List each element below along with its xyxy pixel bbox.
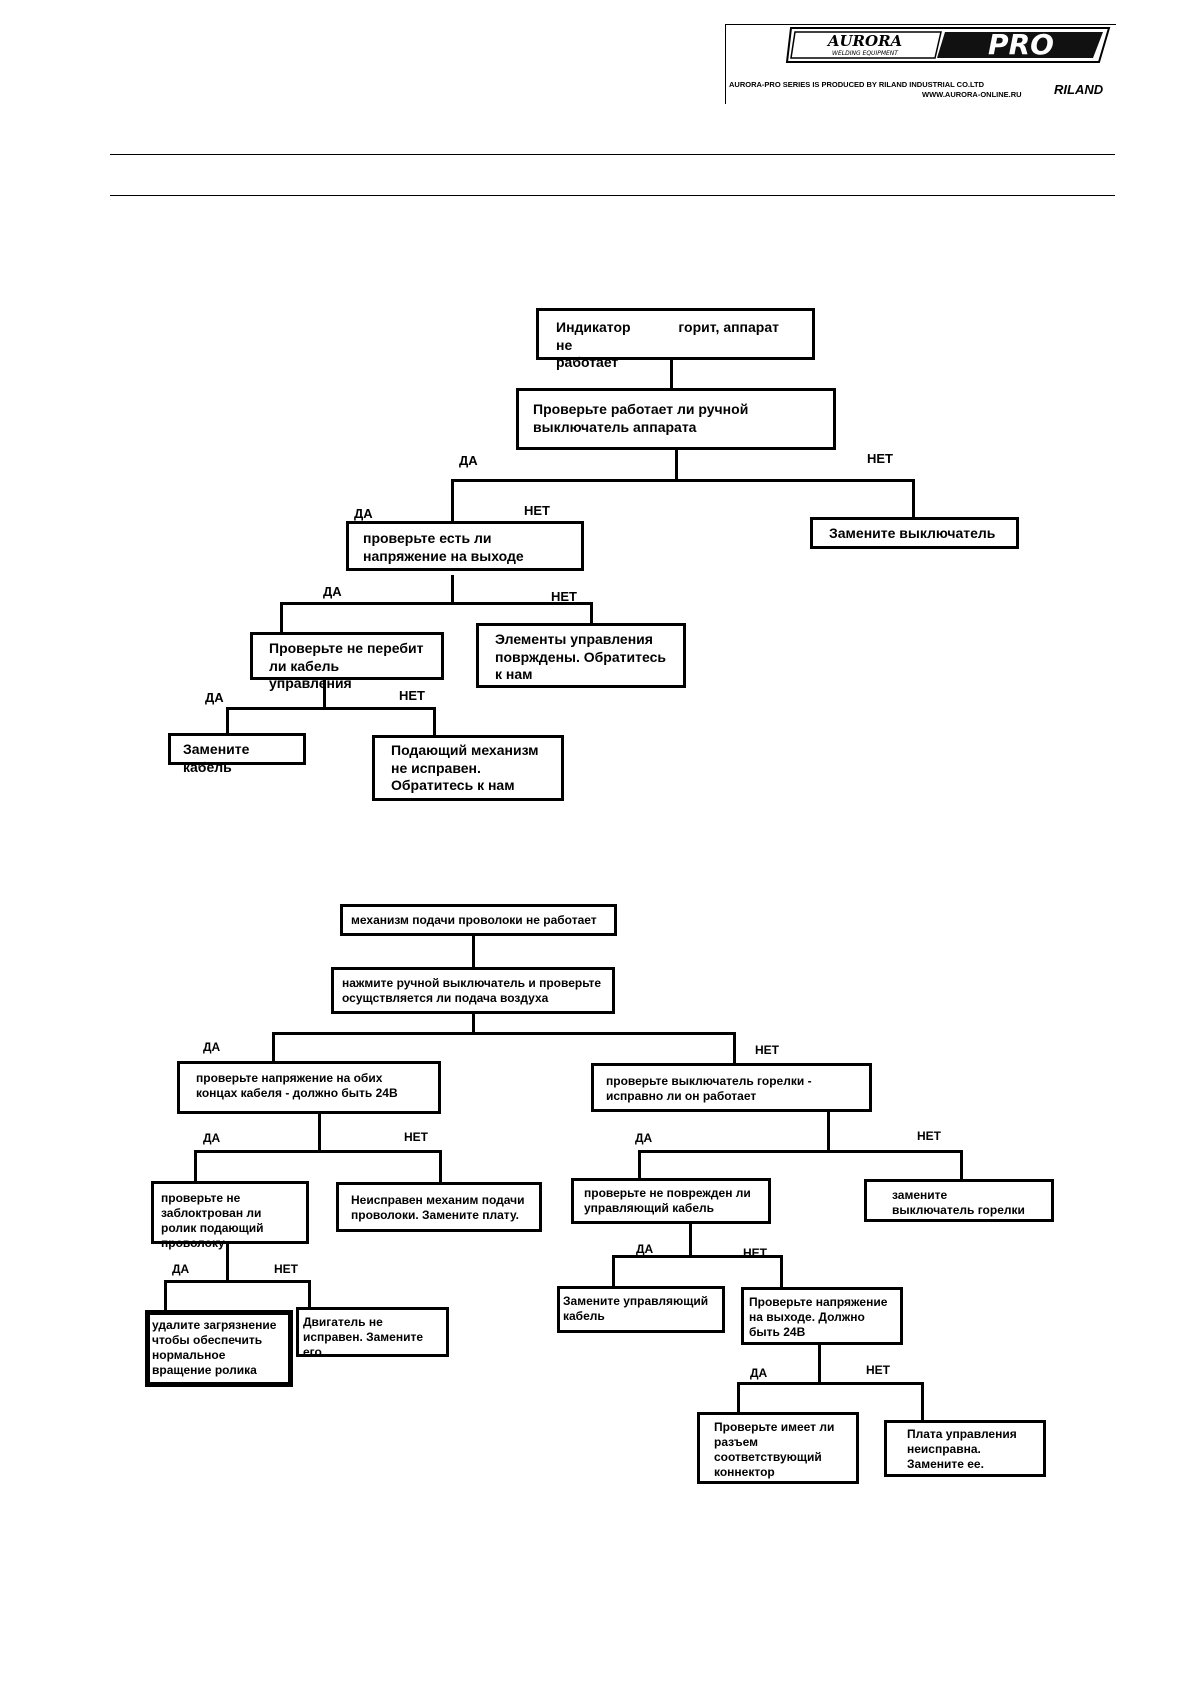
flow1-feeder-faulty-node: Подающий механизм не исправен. Обратитес… xyxy=(372,735,564,801)
yes-label: ДА xyxy=(636,1242,654,1256)
yes-label: ДА xyxy=(205,690,224,705)
connector xyxy=(439,1150,442,1183)
connector xyxy=(612,1255,615,1288)
no-label: НЕТ xyxy=(274,1262,298,1276)
connector xyxy=(164,1280,167,1310)
flow2-motor-faulty-node: Двигатель не исправен. Замените его xyxy=(296,1307,449,1359)
yes-label: ДА xyxy=(635,1131,653,1145)
yes-label: ДА xyxy=(203,1040,221,1054)
header-rule-top xyxy=(110,154,1115,155)
yes-label: ДА xyxy=(354,506,373,521)
connector xyxy=(960,1150,963,1180)
flow1-replace-cable-node: Замените кабель xyxy=(168,733,306,775)
logo-main-text: AURORA xyxy=(826,32,902,50)
yes-label: ДА xyxy=(750,1366,768,1380)
flow1-replace-switch-node: Замените выключатель xyxy=(810,517,1019,549)
connector xyxy=(675,450,678,482)
no-label: НЕТ xyxy=(755,1043,779,1057)
no-label: НЕТ xyxy=(917,1129,941,1143)
no-label: НЕТ xyxy=(867,451,893,466)
no-label: НЕТ xyxy=(524,503,550,518)
connector xyxy=(226,707,229,737)
flow1-check-cable-node: Проверьте не перебит ли кабель управлени… xyxy=(250,632,444,691)
flow1-start-text-3: работает xyxy=(556,354,619,370)
connector xyxy=(323,680,326,708)
riland-logo-text: RILAND xyxy=(1054,82,1104,97)
yes-label: ДА xyxy=(203,1131,221,1145)
flow2-press-switch-node: нажмите ручной выключатель и проверьте о… xyxy=(331,967,615,1014)
flow1-start-text-2: горит, аппарат не xyxy=(556,319,779,353)
flow2-feeder-faulty-node: Неисправен механим подачи проволоки. Зам… xyxy=(336,1182,542,1232)
connector xyxy=(272,1032,275,1062)
flow2-check-output-voltage-node: Проверьте напряжение на выходе. Должно б… xyxy=(741,1287,903,1345)
header-rule-bottom xyxy=(110,195,1115,196)
logo-sub-text: WELDING EQUIPMENT xyxy=(832,50,899,57)
no-label: НЕТ xyxy=(551,589,577,604)
connector xyxy=(612,1255,783,1258)
no-label: НЕТ xyxy=(866,1363,890,1377)
connector xyxy=(638,1150,641,1180)
produced-by-text: AURORA-PRO SERIES IS PRODUCED BY RILAND … xyxy=(729,80,985,89)
flow1-start-node: Индикатор горит, аппарат не работает xyxy=(536,308,815,370)
connector xyxy=(226,1243,229,1282)
yes-label: ДА xyxy=(323,584,342,599)
flow2-start-node: механизм подачи проволоки не работает xyxy=(340,904,617,936)
no-label: НЕТ xyxy=(399,688,425,703)
connector xyxy=(451,575,454,602)
connector xyxy=(921,1382,924,1422)
connector xyxy=(433,707,436,737)
connector xyxy=(689,1221,692,1258)
connector xyxy=(670,359,673,389)
flow2-replace-torch-switch-node: замените выключатель горелки xyxy=(864,1179,1054,1222)
connector xyxy=(164,1280,311,1283)
flow2-board-faulty-node: Плата управления неисправна. Замените ее… xyxy=(884,1420,1046,1477)
connector xyxy=(827,1110,830,1152)
flow2-check-connector-node: Проверьте имеет ли разъем соответствующи… xyxy=(697,1412,859,1484)
flow1-check-voltage-node: проверьте есть ли напряжение на выходе xyxy=(346,521,584,571)
connector xyxy=(226,707,436,710)
connector xyxy=(318,1113,321,1152)
flow2-replace-control-cable-node: Замените управляющий кабель xyxy=(557,1286,725,1333)
logo-pro-text: PRO xyxy=(988,28,1054,61)
connector xyxy=(780,1255,783,1288)
connector xyxy=(308,1280,311,1308)
no-label: НЕТ xyxy=(404,1130,428,1144)
connector xyxy=(590,602,593,627)
flow2-check-control-cable-node: проверьте не поврежден ли управляющий ка… xyxy=(571,1178,771,1224)
flow2-clean-roller-node: удалите загрязнение чтобы обеспечить нор… xyxy=(145,1310,293,1387)
flow2-check-roller-node: проверьте не заблоктрован ли ролик подаю… xyxy=(151,1181,309,1250)
connector xyxy=(194,1150,197,1182)
yes-label: ДА xyxy=(172,1262,190,1276)
connector xyxy=(472,934,475,968)
brand-header xyxy=(725,24,1116,104)
flow1-controls-damaged-node: Элементы управления поврждены. Обратитес… xyxy=(476,623,686,688)
connector xyxy=(280,602,593,605)
flow1-start-text-1: Индикатор xyxy=(556,319,631,335)
flow2-check-cable-voltage-node: проверьте напряжение на обих концах кабе… xyxy=(177,1061,441,1114)
connector xyxy=(912,479,915,519)
connector xyxy=(451,479,454,525)
connector xyxy=(737,1382,740,1414)
connector xyxy=(638,1150,963,1153)
aurora-pro-logo: AURORA WELDING EQUIPMENT PRO xyxy=(785,27,1111,63)
flow2-check-torch-switch-node: проверьте выключатель горелки - исправно… xyxy=(591,1063,872,1112)
connector xyxy=(194,1150,442,1153)
no-label: НЕТ xyxy=(743,1246,767,1260)
connector xyxy=(818,1343,821,1385)
connector xyxy=(733,1032,736,1064)
connector xyxy=(272,1032,736,1035)
website-text: WWW.AURORA-ONLINE.RU xyxy=(922,90,1022,99)
connector xyxy=(280,602,283,635)
flow1-check-switch-node: Проверьте работает ли ручной выключатель… xyxy=(516,388,836,450)
connector xyxy=(737,1382,924,1385)
connector xyxy=(451,479,915,482)
connector xyxy=(472,1012,475,1035)
yes-label: ДА xyxy=(459,453,478,468)
